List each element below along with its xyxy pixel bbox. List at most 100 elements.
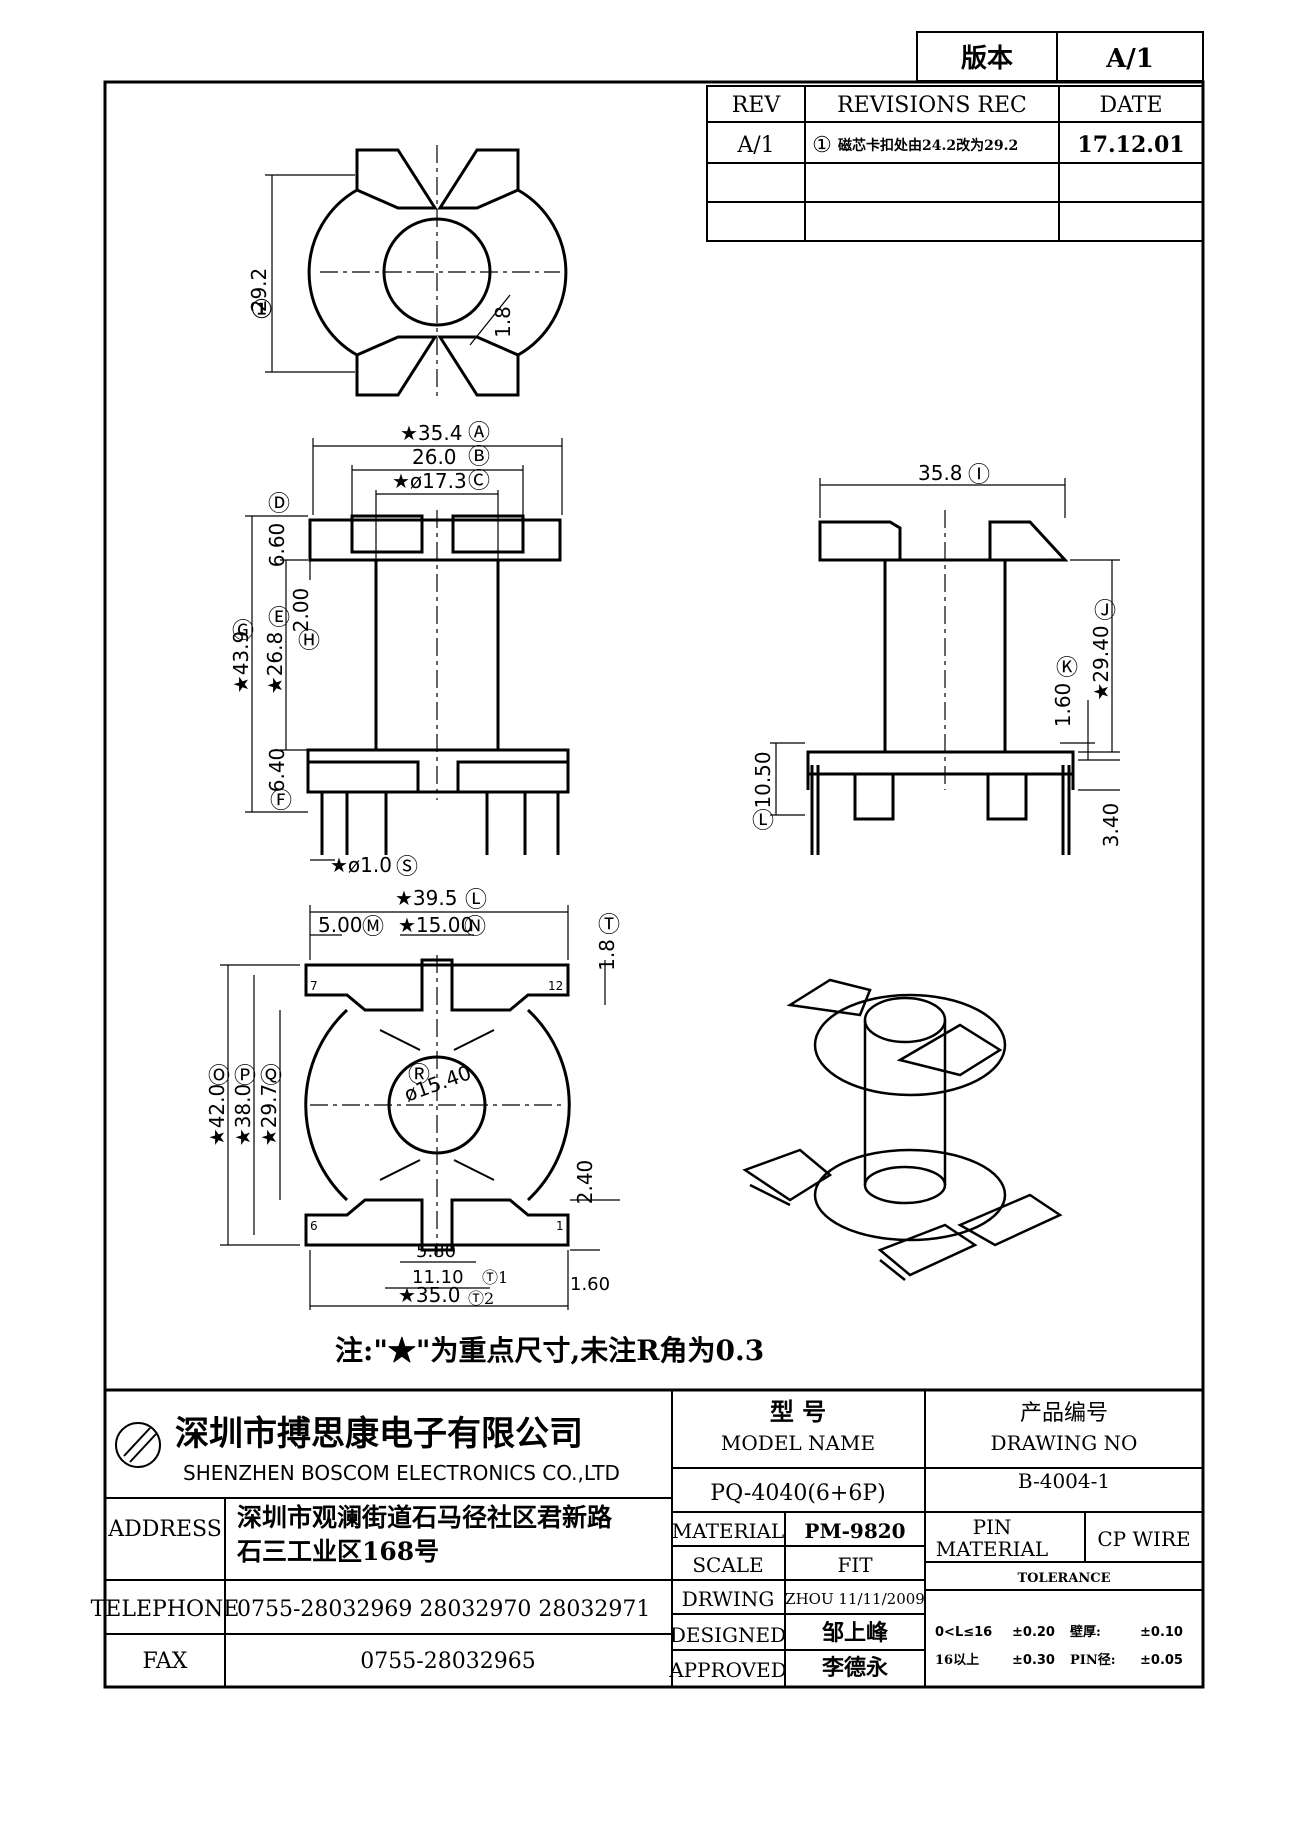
front-height-dim: ★43.9 <box>229 631 253 693</box>
side-pin-length-dim: 3.40 <box>1099 803 1123 848</box>
designed-label: DESIGNED <box>670 1623 786 1647</box>
tol-row1-wall-value: ±0.10 <box>1140 1625 1183 1640</box>
company-name-en: SHENZHEN BOSCOM ELECTRONICS CO.,LTD <box>183 1461 620 1485</box>
bottom-slot-inner-dim: 5.80 <box>416 1241 456 1262</box>
side-base-dim: 10.50 <box>751 751 775 808</box>
tol-row2-pin: PIN径: <box>1070 1652 1116 1668</box>
tol-row1-range: 0<L≤16 <box>935 1625 992 1640</box>
front-winding-dim: ★26.8 <box>263 632 287 694</box>
bottom-h1-marker: Ⓞ <box>208 1064 230 1089</box>
address-line1: 深圳市观澜街道石马径社区君新路 <box>237 1503 613 1532</box>
drawing-no-label-cn: 产品编号 <box>1020 1401 1108 1426</box>
approved-value: 李德永 <box>821 1655 888 1681</box>
front-top-flange-dim: 6.60 <box>265 523 289 568</box>
front-winding-marker: Ⓔ <box>268 606 290 631</box>
bottom-span-dim: ★15.00 <box>398 913 473 937</box>
rev-row-marker: ① <box>812 133 832 158</box>
bottom-notch-dim: 1.8 <box>595 939 619 971</box>
note-text: 注:"★"为重点尺寸,未注R角为0.3 <box>335 1334 764 1367</box>
title-block <box>105 1388 1203 1687</box>
side-winding-marker: Ⓙ <box>1094 599 1116 624</box>
material-value: PM-9820 <box>804 1519 905 1543</box>
material-label: MATERIAL <box>672 1519 784 1543</box>
pin-material-value: CP WIRE <box>1097 1527 1190 1551</box>
bottom-pin-label-6: 6 <box>310 1219 318 1233</box>
company-name-cn: 深圳市搏思康电子有限公司 <box>175 1414 583 1454</box>
version-box <box>916 31 1204 82</box>
rev-row-rec: 磁芯卡扣处由24.2改为29.2 <box>838 137 1018 154</box>
bottom-h3-marker: Ⓠ <box>260 1064 282 1089</box>
drwing-label: DRWING <box>682 1587 775 1611</box>
bottom-pin-label-1: 1 <box>556 1219 564 1233</box>
front-bottom-flange-marker: Ⓕ <box>270 789 292 814</box>
bottom-pin-label-7: 7 <box>310 979 318 993</box>
isometric-view <box>742 978 1063 1281</box>
front-width-dim: ★35.4 <box>400 421 462 445</box>
date-header: DATE <box>1099 93 1162 118</box>
drawing-no-value: B-4004-1 <box>1018 1469 1110 1493</box>
bottom-width-marker: Ⓛ <box>465 888 487 913</box>
side-wall-dim: 1.60 <box>1051 683 1075 728</box>
bottom-bore-marker: Ⓡ <box>408 1063 430 1088</box>
bottom-pitch-marker: Ⓜ <box>362 915 384 940</box>
drwing-value: ZHOU 11/11/2009 <box>785 1590 925 1608</box>
top-height-dim: 29.2 <box>247 268 271 313</box>
revision-table <box>706 85 1204 242</box>
side-wall-marker: Ⓚ <box>1056 656 1078 681</box>
address-label: ADDRESS <box>107 1517 222 1542</box>
rev-row-rev: A/1 <box>736 133 774 158</box>
front-core-dim: ★ø17.3 <box>392 469 467 493</box>
fax-label: FAX <box>143 1649 188 1674</box>
front-slot-marker: Ⓗ <box>298 629 320 654</box>
front-pin-dim: ★ø1.0 <box>330 853 392 877</box>
front-core-marker: Ⓒ <box>468 469 490 494</box>
bottom-edge-dim: 1.60 <box>570 1274 610 1295</box>
bottom-h2-dim: ★38.0 <box>231 1084 255 1146</box>
bottom-view <box>220 905 620 1310</box>
front-height-marker: Ⓖ <box>232 619 254 644</box>
address-line2: 石三工业区168号 <box>236 1537 439 1566</box>
top-height-marker: ① <box>250 295 273 325</box>
bottom-pin-span-marker: Ⓣ2 <box>468 1289 494 1308</box>
scale-value: FIT <box>837 1553 873 1577</box>
bottom-slot-outer-dim: 11.10 <box>412 1267 464 1288</box>
bottom-h1-dim: ★42.0 <box>205 1084 229 1146</box>
model-label-cn: 型 号 <box>770 1397 826 1426</box>
front-flange-dim: 26.0 <box>412 445 457 469</box>
outer-frame <box>103 80 1205 1689</box>
fax-value: 0755-28032965 <box>360 1649 535 1674</box>
scale-label: SCALE <box>692 1553 763 1577</box>
front-slot-dim: 2.00 <box>289 588 313 633</box>
top-view <box>265 145 568 400</box>
tol-row1-value: ±0.20 <box>1012 1625 1055 1640</box>
bottom-h3-dim: ★29.7 <box>257 1084 281 1146</box>
front-bottom-flange-dim: 6.40 <box>265 748 289 793</box>
side-view <box>770 478 1120 855</box>
bottom-step-dim: 2.40 <box>573 1160 597 1205</box>
pin-label: PIN <box>973 1515 1012 1539</box>
side-winding-dim: ★29.40 <box>1089 625 1113 700</box>
rev-header: REV <box>732 93 782 118</box>
bottom-width-dim: ★39.5 <box>395 886 457 910</box>
rev-row-date: 17.12.01 <box>1077 132 1184 158</box>
model-value: PQ-4040(6+6P) <box>710 1481 885 1506</box>
pin-material-label: MATERIAL <box>936 1537 1048 1561</box>
tol-row2-value: ±0.30 <box>1012 1653 1055 1668</box>
tolerance-label: TOLERANCE <box>1017 1571 1110 1586</box>
bottom-notch-marker: Ⓣ <box>598 913 620 938</box>
top-wall-dim: 1.8 <box>491 306 515 338</box>
front-top-flange-marker: Ⓓ <box>268 492 290 517</box>
front-view <box>245 438 570 861</box>
front-flange-marker: Ⓑ <box>468 445 490 470</box>
drawing-no-label-en: DRAWING NO <box>991 1431 1138 1455</box>
designed-value: 邹上峰 <box>822 1620 889 1646</box>
bottom-pin-span-dim: ★35.0 <box>398 1283 460 1307</box>
tol-row1-wall: 壁厚: <box>1070 1624 1101 1640</box>
rec-header: REVISIONS REC <box>837 93 1027 118</box>
front-pin-marker: Ⓢ <box>396 855 418 880</box>
bottom-slot-outer-marker: Ⓣ1 <box>482 1268 508 1287</box>
bottom-pitch-dim: 5.00 <box>318 913 363 937</box>
tol-row2-range: 16以上 <box>935 1653 979 1668</box>
approved-label: APPROVED <box>668 1658 787 1682</box>
